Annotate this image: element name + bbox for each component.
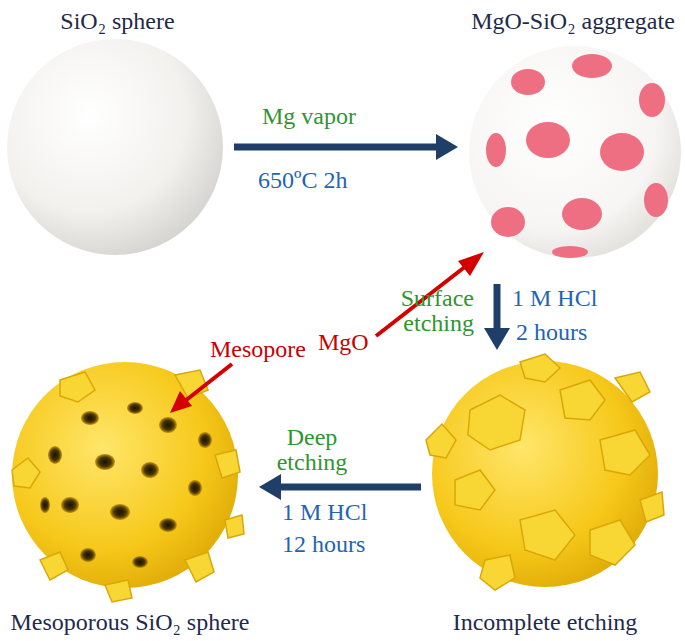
process-arrow [234,134,458,160]
sphere-stage: Mesoporous SiO₂ sphere [5,358,255,638]
stage-title: Mesoporous SiO₂ sphere [5,608,255,636]
process-arrow [259,474,421,500]
condition-label: Mesopore [210,335,306,363]
step-label: Mg vapor [262,102,356,130]
condition-label: 12 hours [282,530,365,558]
stage-title: MgO-SiO₂ aggregate [462,7,684,35]
sphere-stage: Incomplete etching [425,354,665,638]
step-label: Surface etching [370,286,474,336]
condition-label: MgO [318,328,369,356]
mesoporous-sphere [12,362,244,602]
stage-title: SiO₂ sphere [5,7,230,35]
incomplete-etched-sphere [426,354,664,590]
step-label: Deep etching [262,425,362,475]
mgo-silica-sphere [469,46,681,258]
condition-label: 650ºC 2h [258,166,347,194]
stage-title: Incomplete etching [425,608,665,636]
silica-sphere [7,39,223,255]
sphere-stage: SiO₂ sphere [5,5,230,260]
condition-label: 2 hours [516,318,587,346]
condition-label: 1 M HCl [512,284,597,312]
condition-label: 1 M HCl [282,498,367,526]
callout-arrow [170,252,484,413]
sphere-stage: MgO-SiO₂ aggregate [462,5,684,280]
process-arrow [484,284,510,350]
